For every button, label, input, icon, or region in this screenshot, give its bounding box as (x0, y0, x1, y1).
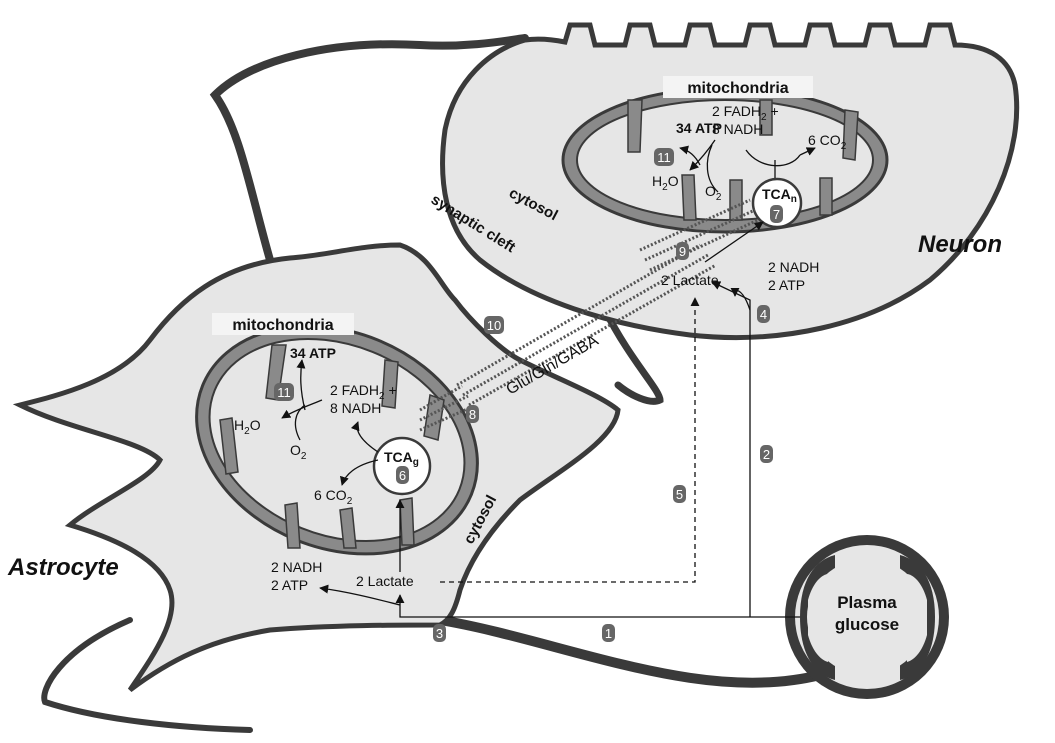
step-badge-11-neuron: 11 (654, 148, 674, 166)
step-badge-11-astro: 11 (274, 383, 294, 401)
step-badge-3: 3 (433, 624, 446, 642)
svg-text:3: 3 (436, 626, 443, 641)
astro-nadh-label: 8 NADH (330, 400, 381, 416)
svg-text:10: 10 (487, 318, 501, 333)
svg-text:6: 6 (399, 468, 406, 483)
neuron-glyco-nadh-label: 2 NADH (768, 259, 819, 275)
astrocyte-label: Astrocyte (7, 554, 119, 581)
svg-text:7: 7 (773, 207, 780, 222)
svg-text:4: 4 (760, 307, 767, 322)
svg-text:2: 2 (763, 447, 770, 462)
neuron-label: Neuron (918, 231, 1002, 258)
svg-text:1: 1 (605, 626, 612, 641)
astro-glyco-nadh-label: 2 NADH (271, 559, 322, 575)
step-badge-5: 5 (673, 485, 686, 503)
astrocyte-endfoot-process (440, 620, 840, 683)
glucose-label: glucose (835, 615, 899, 634)
astro-atp-label: 34 ATP (290, 345, 336, 361)
step-badge-4: 4 (757, 305, 770, 323)
step-badge-9: 9 (676, 242, 689, 260)
svg-text:11: 11 (657, 150, 671, 165)
astro-glyco-atp-label: 2 ATP (271, 577, 308, 593)
neuron-glyco-atp-label: 2 ATP (768, 277, 805, 293)
svg-text:9: 9 (679, 244, 686, 259)
astro-lactate-label: 2 Lactate (356, 573, 414, 589)
astro-mito-label: mitochondria (232, 317, 333, 334)
step-badge-1: 1 (602, 624, 615, 642)
svg-text:11: 11 (277, 385, 291, 400)
neuron-nadh-label: 8 NADH (712, 121, 763, 137)
step-badge-2: 2 (760, 445, 773, 463)
svg-text:8: 8 (469, 407, 476, 422)
svg-text:5: 5 (676, 487, 683, 502)
neuron-lactate-label: 2 Lactate (661, 272, 719, 288)
step-badge-7: 7 (770, 205, 783, 223)
step-badge-10: 10 (484, 316, 504, 334)
step-badge-6: 6 (396, 466, 409, 484)
neuron-mito-label: mitochondria (687, 80, 788, 97)
step-badge-8: 8 (466, 405, 479, 423)
plasma-label: Plasma (837, 593, 897, 612)
